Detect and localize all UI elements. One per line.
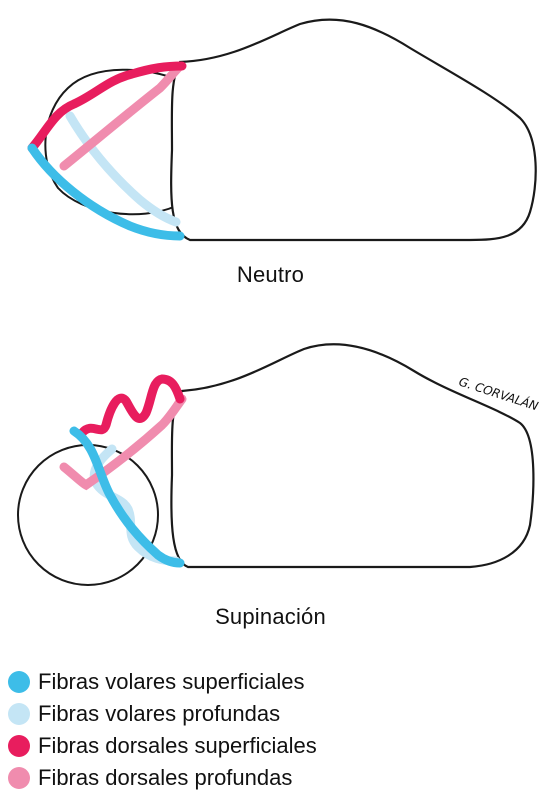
legend: Fibras volares superficiales Fibras vola… — [8, 666, 317, 794]
ulna-head-outline — [18, 445, 158, 585]
supination-diagram: G. CORVALÁN — [0, 325, 541, 605]
legend-item-volar-deep: Fibras volares profundas — [8, 698, 317, 730]
neutral-caption: Neutro — [0, 262, 541, 288]
legend-swatch-volar-deep — [8, 703, 30, 725]
legend-label: Fibras dorsales profundas — [38, 765, 292, 791]
legend-swatch-volar-superficial — [8, 671, 30, 693]
radius-bone-outline — [171, 20, 536, 240]
legend-label: Fibras volares profundas — [38, 701, 280, 727]
legend-swatch-dorsal-deep — [8, 767, 30, 789]
legend-label: Fibras volares superficiales — [38, 669, 305, 695]
legend-item-volar-superficial: Fibras volares superficiales — [8, 666, 317, 698]
legend-item-dorsal-deep: Fibras dorsales profundas — [8, 762, 317, 794]
supination-illustration: G. CORVALÁN — [0, 325, 541, 605]
radius-bone-outline — [171, 344, 533, 567]
neutral-illustration — [0, 0, 541, 260]
neutral-diagram — [0, 0, 541, 260]
legend-swatch-dorsal-superficial — [8, 735, 30, 757]
legend-item-dorsal-superficial: Fibras dorsales superficiales — [8, 730, 317, 762]
legend-label: Fibras dorsales superficiales — [38, 733, 317, 759]
supination-caption: Supinación — [0, 604, 541, 630]
